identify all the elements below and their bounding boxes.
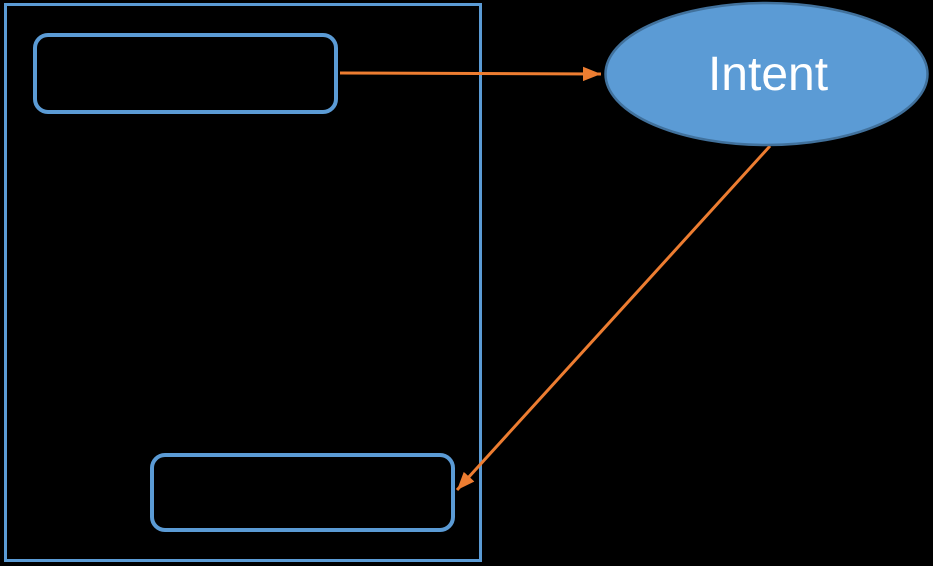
arrow-top-box-to-intent — [339, 66, 602, 82]
top-rounded-box — [33, 33, 338, 114]
bottom-rounded-box — [150, 453, 455, 532]
outer-container-box — [4, 3, 482, 562]
intent-ellipse — [604, 1, 929, 147]
intent-ellipse-label: Intent — [708, 48, 828, 101]
arrow-intent-to-bottom-box — [455, 144, 772, 492]
